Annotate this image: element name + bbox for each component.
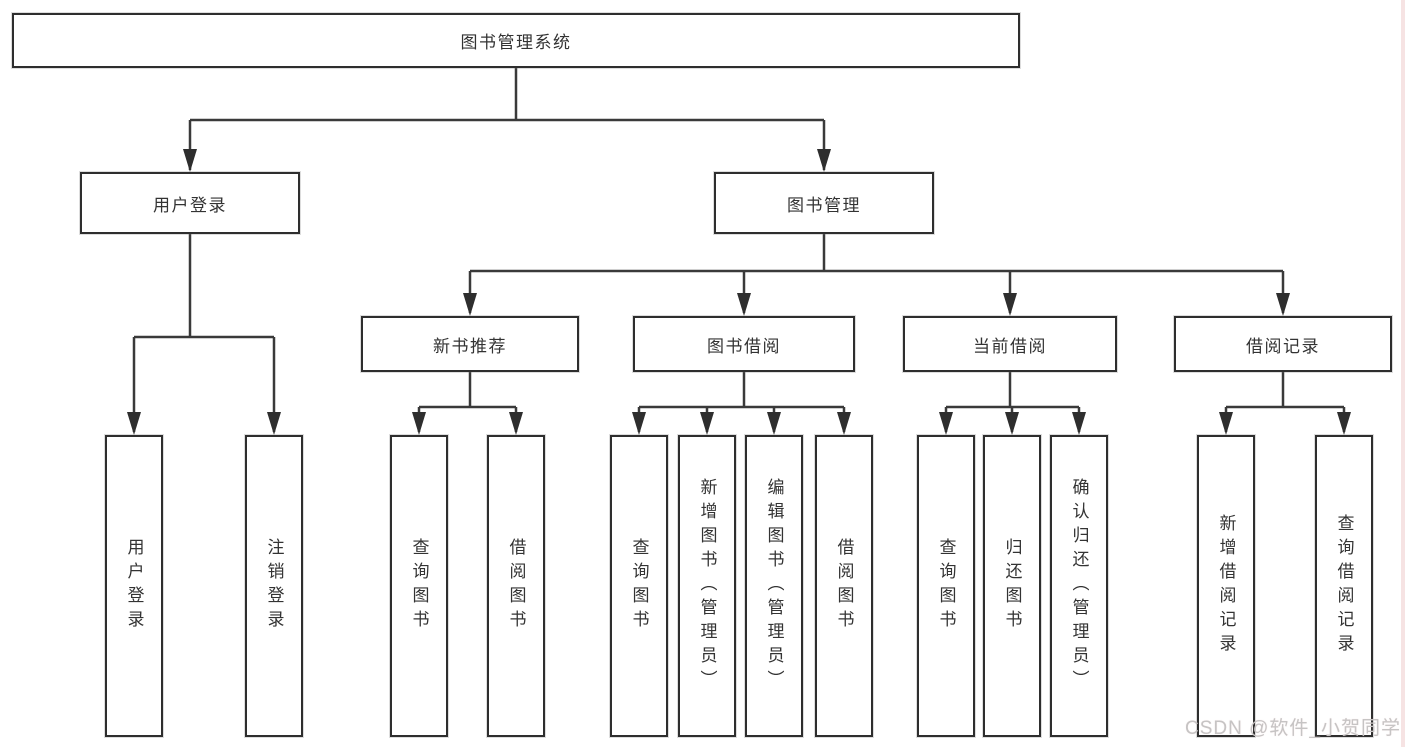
- node-book-management-branch: 图书管理: [714, 172, 934, 234]
- node-add-borrow-record: 新增借阅记录: [1197, 435, 1255, 737]
- right-edge-tint: [1401, 0, 1405, 747]
- node-borrowing-records: 借阅记录: [1174, 316, 1392, 372]
- node-return-book: 归还图书: [983, 435, 1041, 737]
- node-user-login-branch: 用户登录: [80, 172, 300, 234]
- node-new-book-recommend: 新书推荐: [361, 316, 579, 372]
- node-add-book-admin: 新增图书（管理员）: [678, 435, 736, 737]
- connector-borrowing-children: [632, 372, 851, 435]
- node-borrow-books-recommend: 借阅图书: [487, 435, 545, 737]
- node-book-borrowing: 图书借阅: [633, 316, 855, 372]
- connector-book-management-children: [463, 234, 1290, 316]
- node-query-books-borrowing: 查询图书: [610, 435, 668, 737]
- node-current-borrowing: 当前借阅: [903, 316, 1117, 372]
- node-user-login-leaf: 用户登录: [105, 435, 163, 737]
- node-query-borrow-record: 查询借阅记录: [1315, 435, 1373, 737]
- connector-recommend-children: [412, 372, 523, 435]
- node-query-books-current: 查询图书: [917, 435, 975, 737]
- node-library-management-system: 图书管理系统: [12, 13, 1020, 68]
- node-query-books-recommend: 查询图书: [390, 435, 448, 737]
- connector-records-children: [1219, 372, 1351, 435]
- connector-current-borrow-children: [939, 372, 1086, 435]
- node-borrow-books-borrowing: 借阅图书: [815, 435, 873, 737]
- node-edit-book-admin: 编辑图书（管理员）: [745, 435, 803, 737]
- node-logout-login-leaf: 注销登录: [245, 435, 303, 737]
- csdn-watermark: CSDN @软件_小贺同学: [1185, 718, 1401, 739]
- node-confirm-return-admin: 确认归还（管理员）: [1050, 435, 1108, 737]
- connector-user-login-children: [127, 234, 281, 435]
- connector-root-to-level2: [183, 68, 831, 172]
